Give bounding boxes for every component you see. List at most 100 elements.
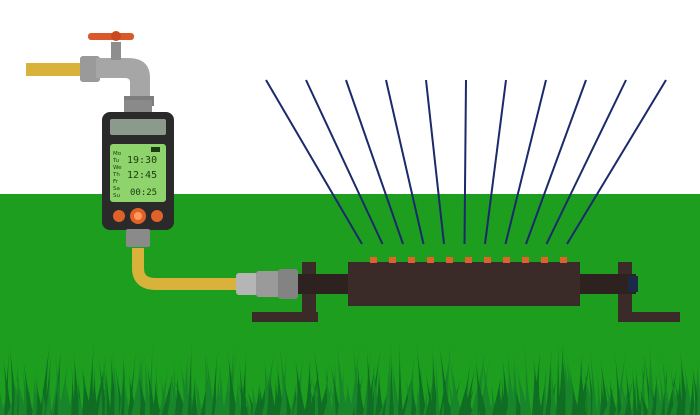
lcd-time-second: 12:45 [127,170,157,181]
day-mo: Mo [113,151,122,157]
grass-blade [161,370,175,415]
grass-blade [599,375,606,415]
timer-button-center-inner [134,212,142,220]
grass-blade [625,363,633,415]
faucet-handle-knob [111,31,121,41]
grass-blade [54,347,63,415]
day-sa: Sa [113,186,120,192]
grass-blade [308,386,320,415]
grass-blade [51,348,62,415]
timer-button-left[interactable] [113,210,125,222]
grass-blade [404,376,417,415]
timer-connector-top [124,100,152,114]
sprinkler-left-foot [252,312,318,322]
grass-blade [647,342,657,415]
grass-blade [661,348,671,415]
day-fr: Fr [113,179,119,185]
grass-blade [266,375,276,415]
grass-blade [295,363,306,415]
grass-blade [268,371,277,415]
nozzle [408,257,415,263]
nozzle [522,257,529,263]
grass-blade [369,349,381,415]
day-th: Th [112,172,120,178]
grass-blade [475,351,483,415]
grass-blade [366,346,375,415]
grass-blade [461,361,471,415]
faucet-handle [88,33,134,40]
grass-blade [81,366,93,415]
grass-blade [684,369,690,415]
hose-connector [236,269,298,299]
grass-blade [72,351,82,415]
water-stream [345,79,404,245]
grass-blade [597,366,602,415]
timer-button-right[interactable] [151,210,163,222]
grass-blade [673,379,684,415]
grass-blade [97,350,107,415]
grass-blade [276,360,285,415]
day-we: We [113,165,122,171]
grass-blade [278,339,290,415]
garden-hose [132,248,240,290]
grass-blade [167,375,175,415]
grass-blade [284,379,290,415]
grass-blade [556,342,561,415]
timer-connector-bottom [126,229,150,247]
grass-blade [93,360,107,415]
grass-blade [558,340,565,415]
grass-blade [599,355,610,415]
grass-blade [258,372,269,415]
grass-blade [317,381,328,415]
grass-blade [401,373,414,415]
grass-blade [578,360,590,415]
grass-blade [441,383,454,415]
grass-blade [2,354,13,415]
grass-blade [12,373,23,415]
timer-lcd-screen [110,144,166,202]
day-tu: Tu [112,158,119,164]
grass-blade [310,374,323,415]
grass-blade [430,347,439,415]
grass-blade [526,377,532,415]
grass-blade [227,349,238,415]
supply-pipe [26,63,86,76]
grass-blade [603,384,615,415]
grass-blade [237,380,250,415]
grass-blade [160,370,168,415]
grass-blade [16,360,22,415]
grass-blade [589,343,598,415]
grass-blade [146,359,156,415]
grass-blade [323,357,333,415]
nozzle [560,257,567,263]
grass-blade [138,371,149,415]
grass-blade [294,356,306,415]
grass-blade [22,364,31,415]
grass-blade [349,350,359,415]
grass-blade [152,380,162,415]
grass-blade [122,367,131,415]
grass-blade [464,386,475,415]
grass-blade [391,360,399,415]
grass-blade [533,355,543,415]
water-stream [525,79,587,245]
grass-foreground [0,339,700,415]
grass-blade [263,354,272,415]
pipe-fitting [80,56,100,82]
grass-blade [58,361,69,415]
grass-blade [474,366,488,415]
grass-blade [576,351,584,415]
grass-blade [109,351,119,415]
grass-blade [71,364,76,415]
sprinkler-end-cap [628,276,638,292]
grass-blade [15,370,27,415]
sprinkler-right-foot [618,312,680,322]
grass-blade [384,341,392,415]
nozzle [370,257,377,263]
grass-blade [304,355,313,415]
grass-blade [329,358,341,415]
grass-blade [45,369,52,415]
grass-blade [251,381,259,415]
sprinkler-nozzles [370,257,567,263]
